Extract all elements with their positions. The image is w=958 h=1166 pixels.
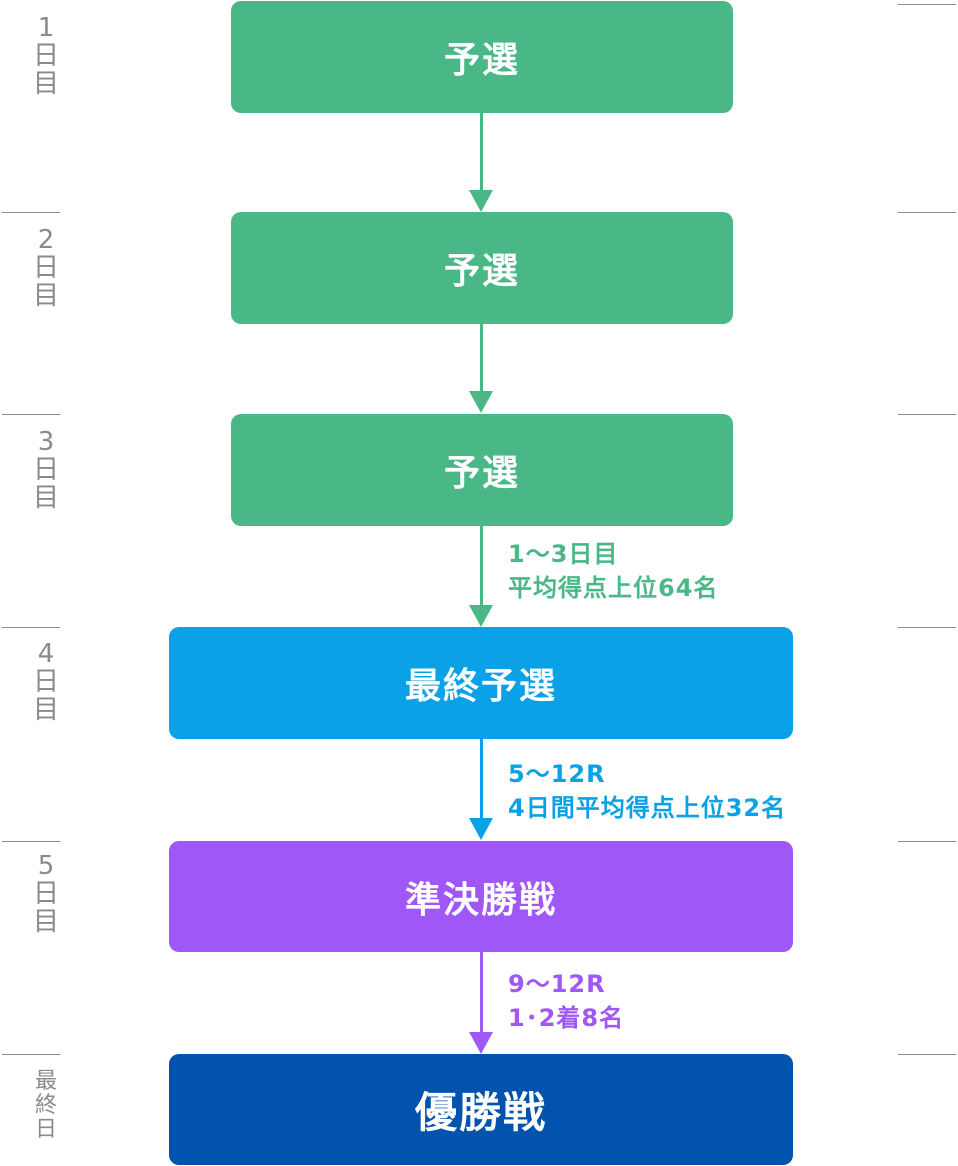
stage-box-prelim-day3: 予選 xyxy=(231,414,733,526)
separator-left xyxy=(2,212,60,213)
arrow-head xyxy=(469,190,493,212)
note-line: 1･2着8名 xyxy=(508,1004,625,1032)
separator-right xyxy=(898,212,956,213)
day-label-2: 2日目 xyxy=(32,225,59,311)
note-line: 4日間平均得点上位32名 xyxy=(508,794,787,822)
arrow-line xyxy=(480,324,483,392)
separator-left xyxy=(2,627,60,628)
stage-box-final: 優勝戦 xyxy=(169,1054,793,1165)
separator-right xyxy=(898,414,956,415)
arrow-line xyxy=(480,739,483,820)
separator-right xyxy=(898,4,956,5)
note-line: 9～12R xyxy=(508,970,606,998)
separator-left xyxy=(2,1054,60,1055)
arrow-head xyxy=(469,818,493,840)
stage-box-semifinal: 準決勝戦 xyxy=(169,841,793,952)
day-label-1: 1日目 xyxy=(32,13,59,99)
arrow-line xyxy=(480,113,483,191)
arrow-head xyxy=(469,1032,493,1054)
stage-box-prelim-day1: 予選 xyxy=(231,1,733,113)
stage-box-final-prelim: 最終予選 xyxy=(169,627,793,739)
separator-left xyxy=(2,414,60,415)
day-label-4: 4日目 xyxy=(32,639,59,725)
arrow-line xyxy=(480,526,483,606)
day-label-final: 最終日 xyxy=(34,1069,57,1142)
separator-right xyxy=(898,841,956,842)
separator-left xyxy=(2,841,60,842)
arrow-head xyxy=(469,605,493,627)
note-top-64: 1～3日目 平均得点上位64名 xyxy=(508,537,718,605)
note-line: 5～12R xyxy=(508,760,606,788)
day-label-5: 5日目 xyxy=(32,851,59,937)
stage-box-prelim-day2: 予選 xyxy=(231,212,733,324)
note-line: 平均得点上位64名 xyxy=(508,574,719,602)
separator-right xyxy=(898,1054,956,1055)
note-top-32: 5～12R 4日間平均得点上位32名 xyxy=(508,757,786,825)
arrow-line xyxy=(480,952,483,1034)
arrow-head xyxy=(469,391,493,413)
note-line: 1～3日目 xyxy=(508,540,619,568)
note-top-8: 9～12R 1･2着8名 xyxy=(508,967,624,1035)
day-label-3: 3日目 xyxy=(32,427,59,513)
separator-right xyxy=(898,627,956,628)
